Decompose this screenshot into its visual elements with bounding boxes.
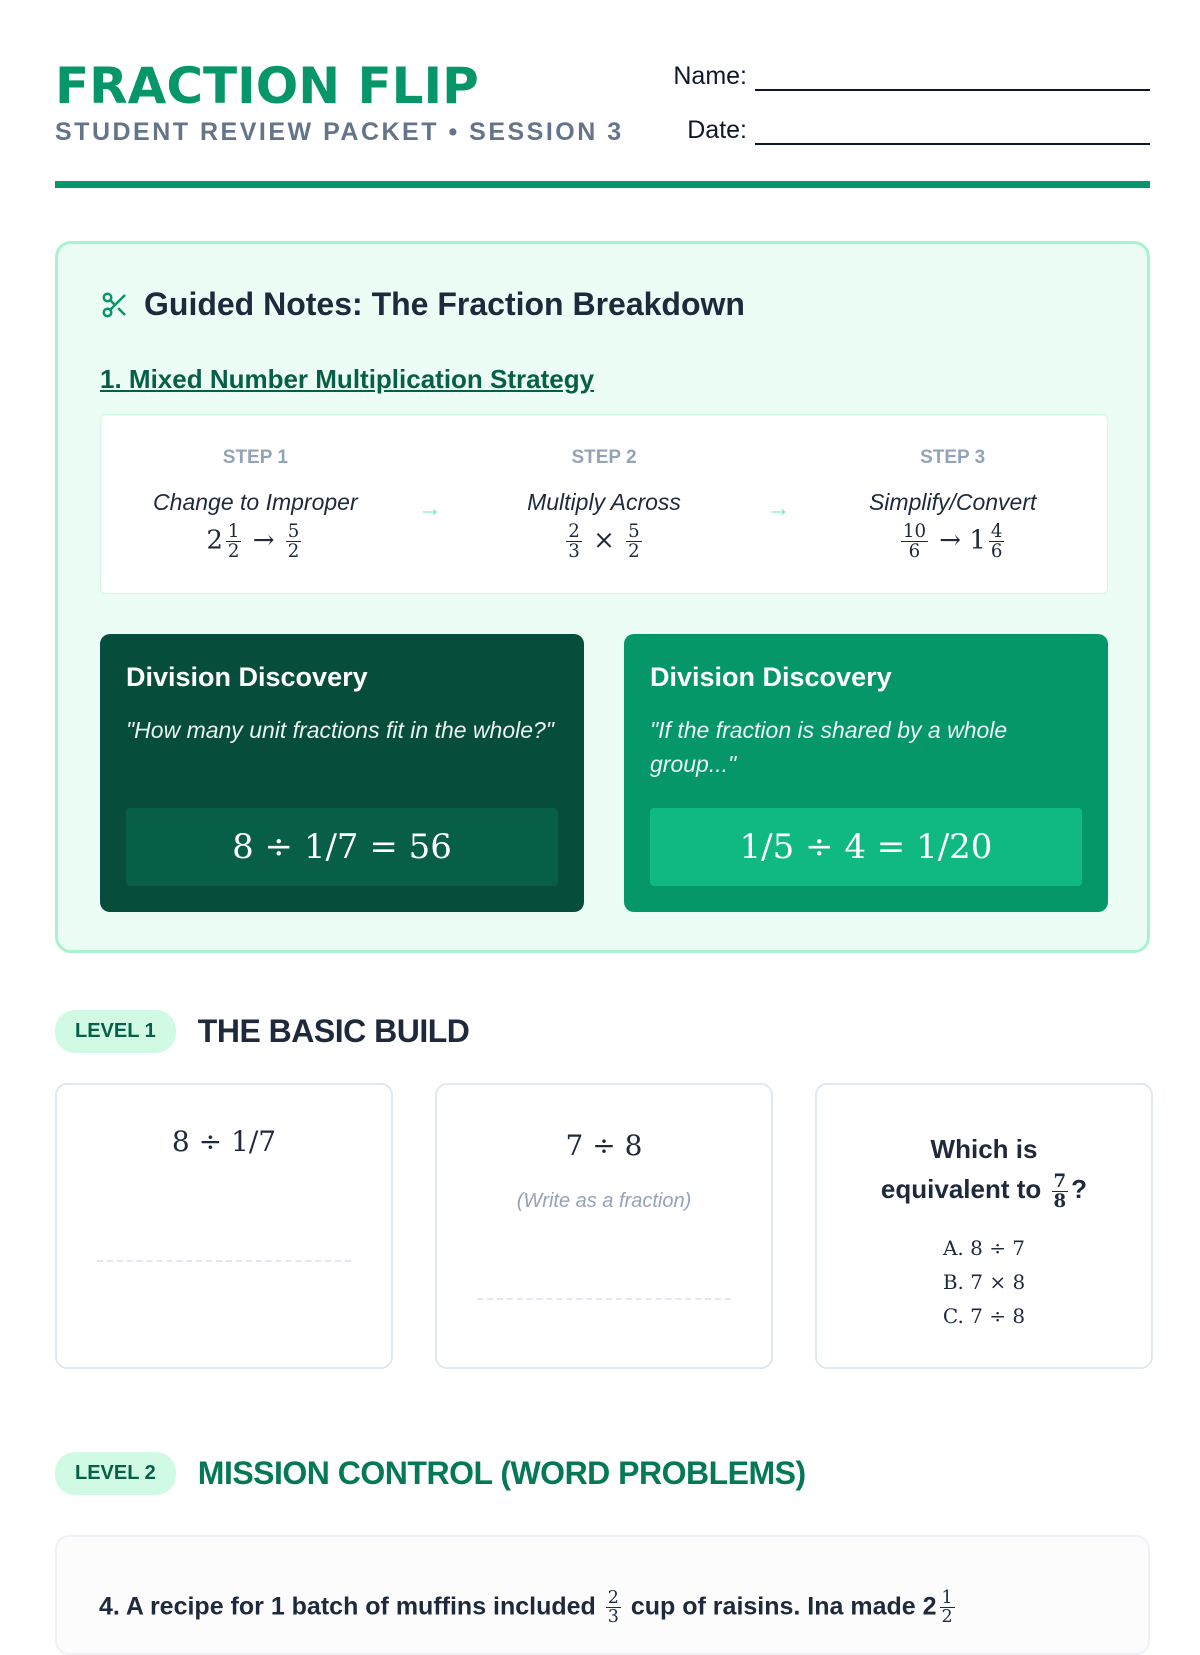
problem-math: 8 ÷ 1/7 <box>171 1125 277 1158</box>
word-problem-card: 4. A recipe for 1 batch of muffins inclu… <box>55 1535 1150 1655</box>
card-quote: "If the fraction is shared by a whole gr… <box>650 717 1008 777</box>
problem-text-b: cup of raisins. Ina made 2 <box>630 1592 937 1621</box>
option-c[interactable]: C. 7 ÷ 8 <box>942 1303 1026 1328</box>
date-label: Date: <box>687 116 747 144</box>
level-title: THE BASIC BUILD <box>197 1013 470 1049</box>
level-title: MISSION CONTROL (WORD PROBLEMS) <box>197 1455 806 1491</box>
option-a[interactable]: A. 8 ÷ 7 <box>942 1235 1026 1260</box>
level-badge: LEVEL 1 <box>55 1010 176 1053</box>
card-title: Division Discovery <box>650 662 892 692</box>
answer-options: A. 8 ÷ 7 B. 7 × 8 C. 7 ÷ 8 <box>817 1231 1151 1333</box>
name-label: Name: <box>673 62 747 90</box>
problem-card-1: 8 ÷ 1/7 <box>55 1083 393 1369</box>
problem-card-2: 7 ÷ 8 (Write as a fraction) <box>435 1083 773 1369</box>
name-field[interactable]: Name: <box>673 62 1150 91</box>
word-problem-text: 4. A recipe for 1 batch of muffins inclu… <box>99 1588 955 1628</box>
level-1-heading: LEVEL 1 THE BASIC BUILD <box>55 1010 470 1053</box>
header: FRACTION FLIP STUDENT REVIEW PACKET • SE… <box>55 52 1150 188</box>
problem-hint: (Write as a fraction) <box>516 1190 692 1212</box>
question-text: equivalent to <box>880 1174 1042 1204</box>
notes-title: Guided Notes: The Fraction Breakdown <box>100 286 745 323</box>
question-mark: ? <box>1071 1174 1088 1204</box>
arrow-right-icon: → <box>766 495 791 522</box>
answer-line[interactable] <box>477 1298 731 1300</box>
card-equation: 1/5 ÷ 4 = 1/20 <box>650 808 1082 886</box>
division-card-light: Division Discovery "If the fraction is s… <box>624 634 1108 912</box>
question-line: Which is <box>930 1134 1038 1164</box>
card-quote: "How many unit fractions fit in the whol… <box>126 717 554 743</box>
page-title: FRACTION FLIP <box>55 57 479 115</box>
card-equation: 8 ÷ 1/7 = 56 <box>126 808 558 886</box>
name-line[interactable] <box>755 71 1150 91</box>
level-2-heading: LEVEL 2 MISSION CONTROL (WORD PROBLEMS) <box>55 1452 806 1495</box>
card-title: Division Discovery <box>126 662 368 692</box>
date-line[interactable] <box>755 125 1150 145</box>
section-heading: 1. Mixed Number Multiplication Strategy <box>100 364 595 394</box>
date-field[interactable]: Date: <box>687 116 1150 145</box>
division-card-dark: Division Discovery "How many unit fracti… <box>100 634 584 912</box>
notes-title-text: Guided Notes: The Fraction Breakdown <box>144 286 745 322</box>
problem-math: 7 ÷ 8 <box>565 1129 643 1162</box>
arrow-right-icon: → <box>417 495 442 522</box>
level-badge: LEVEL 2 <box>55 1452 176 1495</box>
answer-line[interactable] <box>97 1260 351 1262</box>
problem-text-a: 4. A recipe for 1 batch of muffins inclu… <box>99 1592 596 1621</box>
guided-notes-panel: Guided Notes: The Fraction Breakdown 1. … <box>55 241 1150 953</box>
option-b[interactable]: B. 7 × 8 <box>942 1269 1026 1294</box>
step-label: STEP 2 <box>571 446 637 468</box>
step-desc: Simplify/Convert <box>868 488 1037 515</box>
step-desc: Multiply Across <box>527 488 681 515</box>
step-desc: Change to Improper <box>153 488 358 515</box>
step-label: STEP 1 <box>222 446 288 468</box>
step-label: STEP 3 <box>920 446 986 468</box>
page-subtitle: STUDENT REVIEW PACKET • SESSION 3 <box>55 118 624 146</box>
scissors-icon <box>102 292 126 317</box>
